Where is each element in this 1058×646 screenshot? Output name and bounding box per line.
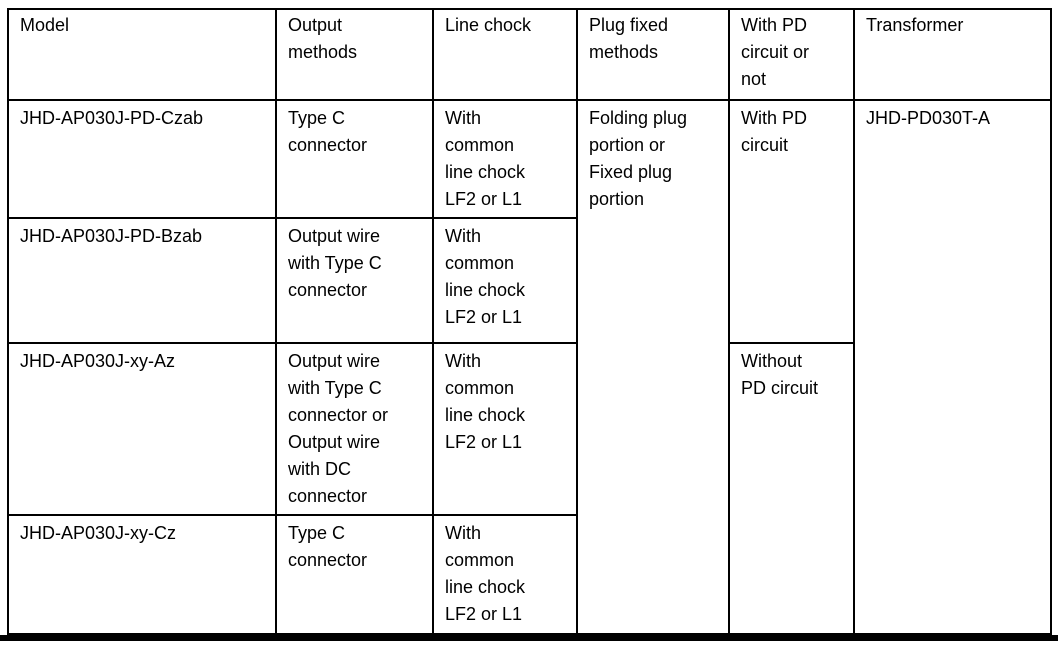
- header-cell-output-methods: Output methods: [275, 8, 434, 101]
- cell-chock-row4: With common line chock LF2 or L1: [432, 514, 578, 635]
- table-row: JHD-AP030J-PD-Bzab Output wire with Type…: [7, 217, 1051, 344]
- cell-model-row4: JHD-AP030J-xy-Cz: [7, 514, 277, 635]
- cell-output-row4: Type C connector: [275, 514, 434, 635]
- cell-output-row3: Output wire with Type C connector or Out…: [275, 342, 434, 516]
- cell-model-row3: JHD-AP030J-xy-Az: [7, 342, 277, 516]
- table-row: JHD-AP030J-xy-Cz Type C connector With c…: [7, 514, 1051, 635]
- cell-chock-row1: With common line chock LF2 or L1: [432, 99, 578, 219]
- spec-table: Model Output methods Line chock Plug fix…: [7, 8, 1052, 635]
- cell-chock-row3: With common line chock LF2 or L1: [432, 342, 578, 516]
- header-cell-model: Model: [7, 8, 277, 101]
- cell-plug-fixed-merged: Folding plug portion or Fixed plug porti…: [576, 99, 730, 635]
- table-row: JHD-AP030J-xy-Az Output wire with Type C…: [7, 342, 1051, 635]
- cell-transformer-merged: JHD-PD030T-A: [853, 99, 1052, 635]
- cell-output-row2: Output wire with Type C connector: [275, 217, 434, 344]
- header-cell-plug-fixed-methods: Plug fixed methods: [576, 8, 730, 101]
- table-row: JHD-AP030J-PD-Czab Type C connector With…: [7, 99, 1052, 635]
- cell-with-pd-circuit: With PD circuit: [728, 99, 855, 344]
- cell-model-row1: JHD-AP030J-PD-Czab: [7, 99, 277, 219]
- cell-output-row1: Type C connector: [275, 99, 434, 219]
- cell-without-pd-circuit: Without PD circuit: [728, 342, 855, 635]
- page-bottom-rule: [0, 635, 1058, 641]
- cell-model-row2: JHD-AP030J-PD-Bzab: [7, 217, 277, 344]
- header-cell-line-chock: Line chock: [432, 8, 578, 101]
- header-cell-transformer: Transformer: [853, 8, 1052, 101]
- cell-chock-row2: With common line chock LF2 or L1: [432, 217, 578, 344]
- header-cell-pd-circuit: With PD circuit or not: [728, 8, 855, 101]
- header-row: Model Output methods Line chock Plug fix…: [7, 8, 1052, 101]
